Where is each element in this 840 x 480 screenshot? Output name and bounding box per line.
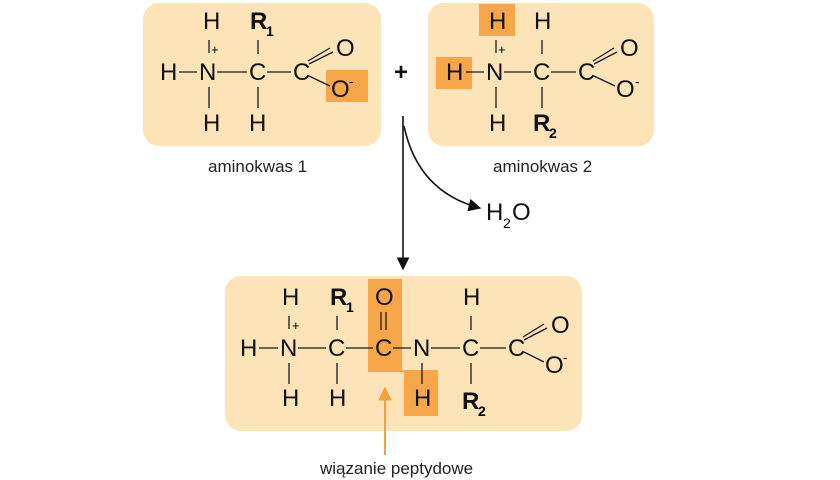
- water-h: H: [486, 199, 503, 226]
- atom-c-alpha: C: [533, 59, 550, 86]
- atom-h-left: H: [240, 335, 257, 362]
- dipeptide-box: [225, 276, 582, 431]
- atom-h-bottom: H: [489, 110, 506, 137]
- atom-o-minus: O: [545, 352, 564, 379]
- atom-n-peptide: N: [413, 335, 430, 362]
- atom-o-minus: O: [616, 76, 635, 103]
- atom-h-bottom: H: [203, 110, 220, 137]
- atom-h-peptide: H: [414, 385, 431, 412]
- leaving-h-left-highlight: [436, 57, 472, 89]
- water-release-arrow: [403, 125, 482, 212]
- atom-c-carboxyl: C: [578, 59, 595, 86]
- charge-minus: -: [349, 74, 353, 89]
- r2-index: 2: [549, 125, 557, 141]
- atom-n-terminal: N: [280, 335, 297, 362]
- atom-h-top: H: [203, 8, 220, 35]
- plus-sign: +: [394, 59, 408, 86]
- charge-plus: +: [498, 42, 506, 57]
- amino-acid-1-box: [143, 3, 381, 146]
- charge-minus: -: [635, 74, 639, 89]
- caption-amino-acid-1: aminokwas 1: [208, 157, 307, 176]
- atom-h-top: H: [282, 284, 299, 311]
- atom-o-double: O: [620, 35, 639, 62]
- water-molecule: H 2 O: [486, 199, 531, 231]
- dipeptide: H H N + H C R 1 H O C N H C H R 2 C O O …: [225, 276, 582, 431]
- leaving-oxygen-highlight: [326, 70, 368, 102]
- water-index: 2: [503, 215, 511, 231]
- atom-h-left: H: [160, 59, 177, 86]
- atom-h-alpha: H: [534, 8, 551, 35]
- water-o: O: [512, 199, 531, 226]
- charge-plus: +: [292, 318, 300, 333]
- caption-peptide-bond: wiązanie peptydowe: [319, 459, 473, 478]
- atom-h-alpha: H: [249, 110, 266, 137]
- amino-acid-1: H H N + H C R 1 H C O O -: [143, 3, 381, 146]
- atom-h-top: H: [489, 8, 506, 35]
- atom-c-carboxyl: C: [508, 335, 525, 362]
- atom-c-alpha-2: C: [462, 335, 479, 362]
- atom-n: N: [199, 59, 216, 86]
- amino-acid-2: H H N + H C H R 2 C O O -: [428, 3, 654, 146]
- atom-n: N: [486, 59, 503, 86]
- atom-h-alpha-2: H: [463, 284, 480, 311]
- r1-index: 1: [266, 23, 274, 39]
- atom-o-double: O: [551, 312, 570, 339]
- atom-c-carboxyl: C: [293, 59, 310, 86]
- atom-c-peptide: C: [375, 335, 392, 362]
- caption-amino-acid-2: aminokwas 2: [493, 157, 592, 176]
- atom-c-alpha: C: [249, 59, 266, 86]
- r1-index: 1: [346, 299, 354, 315]
- atom-r2: R: [462, 388, 479, 415]
- atom-r2: R: [533, 110, 550, 137]
- amino-acid-2-box: [428, 3, 654, 146]
- atom-c-alpha-1: C: [328, 335, 345, 362]
- r2-index: 2: [478, 403, 486, 419]
- atom-o-double: O: [336, 35, 355, 62]
- atom-r1: R: [250, 8, 267, 35]
- leaving-h-top-highlight: [479, 4, 515, 36]
- atom-o-peptide: O: [375, 284, 394, 311]
- atom-h-bottom: H: [282, 385, 299, 412]
- atom-r1: R: [330, 284, 347, 311]
- atom-h-alpha-1: H: [329, 385, 346, 412]
- charge-minus: -: [563, 350, 567, 365]
- atom-h-left: H: [446, 59, 463, 86]
- charge-plus: +: [211, 42, 219, 57]
- atom-o-minus: O: [331, 76, 350, 103]
